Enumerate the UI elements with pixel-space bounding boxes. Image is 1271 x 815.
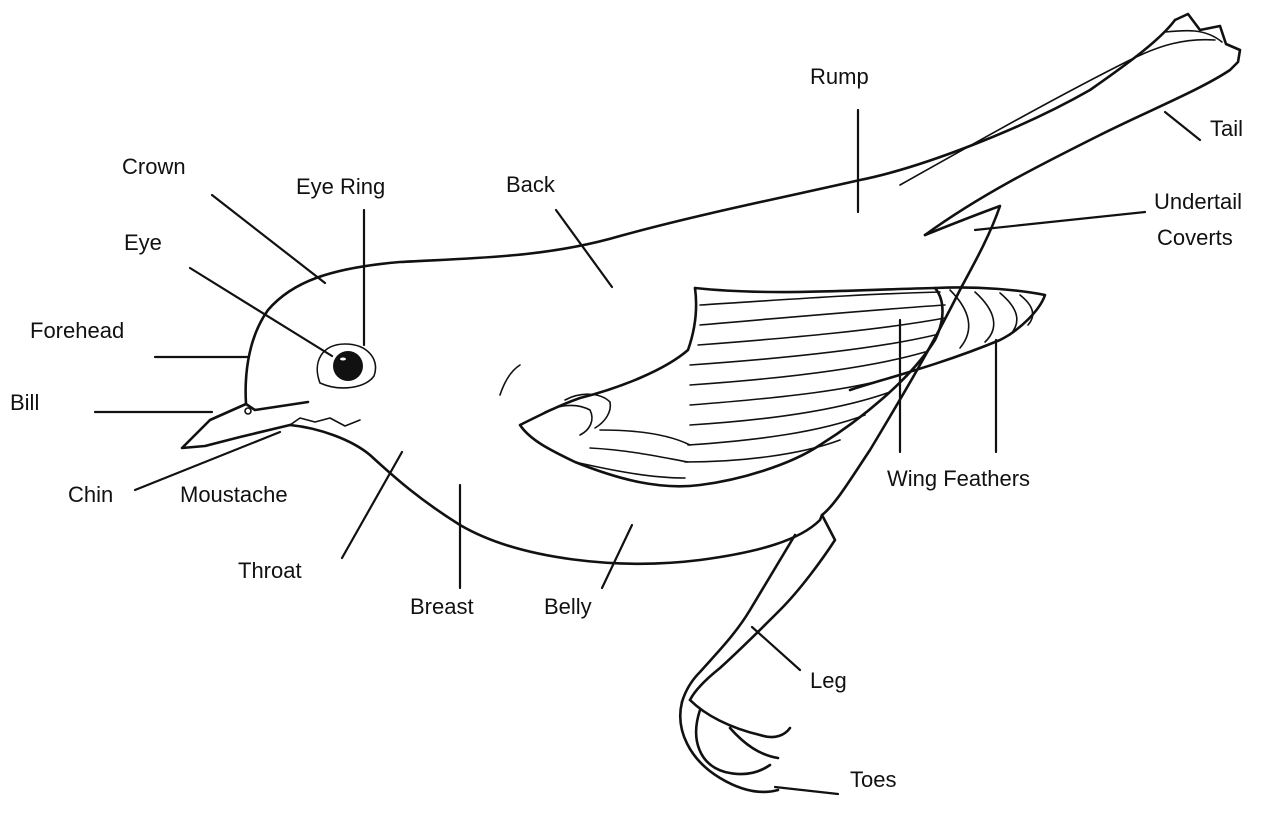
- bird-wing: [500, 287, 1045, 486]
- label-toes: Toes: [850, 767, 896, 792]
- label-chin: Chin: [68, 482, 113, 507]
- bird-eye: [333, 351, 363, 381]
- label-forehead: Forehead: [30, 318, 124, 343]
- label-back: Back: [506, 172, 556, 197]
- bird-undertail: [925, 206, 1000, 286]
- bird-drawing: [182, 14, 1240, 792]
- label-throat: Throat: [238, 558, 302, 583]
- label-eye: Eye: [124, 230, 162, 255]
- label-wing-feathers: Wing Feathers: [887, 466, 1030, 491]
- bird-upper-outline: [246, 20, 1175, 404]
- label-moustache: Moustache: [180, 482, 288, 507]
- bird-toes: [680, 700, 790, 792]
- bird-eye-highlight: [340, 358, 346, 361]
- label-undertail-coverts-line1: Undertail: [1154, 189, 1242, 214]
- bird-moustache-edge: [290, 418, 360, 426]
- label-bill: Bill: [10, 390, 39, 415]
- label-belly: Belly: [544, 594, 592, 619]
- label-eye-ring: Eye Ring: [296, 174, 385, 199]
- label-breast: Breast: [410, 594, 474, 619]
- label-undertail-coverts-line2: Coverts: [1157, 225, 1233, 250]
- bird-nostril: [245, 408, 251, 414]
- bird-underside: [290, 286, 962, 564]
- label-tail: Tail: [1210, 116, 1243, 141]
- leader-lines: [95, 110, 1200, 794]
- label-rump: Rump: [810, 64, 869, 89]
- labels: Rump Tail Crown Eye Ring Back Undertail …: [10, 64, 1243, 792]
- bird-tail-feather-line: [900, 40, 1215, 185]
- label-leg: Leg: [810, 668, 847, 693]
- label-crown: Crown: [122, 154, 186, 179]
